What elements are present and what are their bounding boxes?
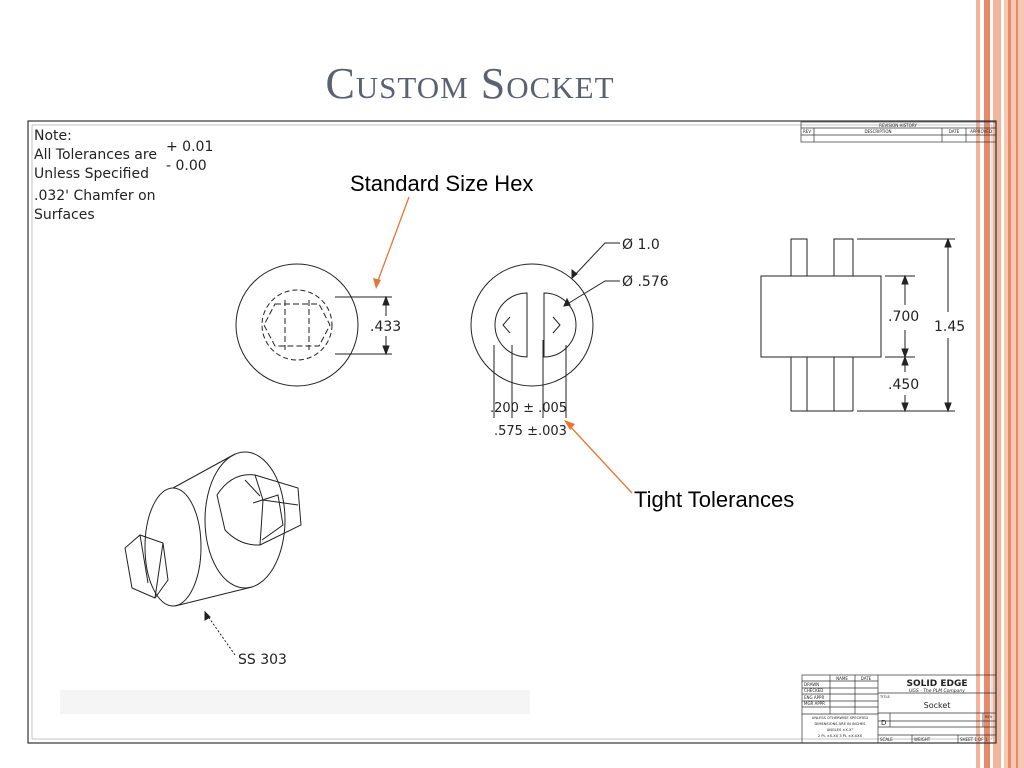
ghost-watermark [60,690,530,714]
dimension-145: 1.45 [934,319,965,335]
revision-history-table [800,121,997,143]
revision-title: REVISION HISTORY [879,123,917,128]
title-block-size: D [881,719,886,727]
note-line-4: .032' Chamfer on [34,188,156,204]
tolerance-575: .575 ±.003 [494,424,567,439]
title-block-sheet: SHEET 1 OF 1 [960,737,988,742]
dimension-hex-433: .433 [370,319,401,335]
revision-col-date: DATE [949,129,960,134]
annotation-arrows [375,196,633,494]
title-block-date-header: DATE [861,676,872,681]
title-block-title-label: TITLE [879,695,890,699]
isometric-view [124,451,302,656]
annotation-standard-size-hex: Standard Size Hex [350,171,534,196]
decorative-stripes [976,0,1024,768]
note-line-3: Unless Specified [34,166,149,182]
title-block-eng-appr: ENG APPR [804,695,824,700]
title-block-company: SOLID EDGE [907,679,968,689]
title-block [801,674,997,744]
drawing-border [27,120,997,744]
tolerance-note: Note: All Tolerances are Unless Specifie… [34,127,157,225]
tolerance-plus: + 0.01 [166,139,214,155]
title-block-unless-4: 2 PL ±X.XX 3 PL ±X.XXX [818,734,863,738]
title-block-mgr-appr: MGR APPR [804,701,825,706]
front-view-slots [470,242,620,418]
revision-col-rev: REV [803,129,811,134]
revision-col-approved: APPROVED [970,129,992,134]
arrowhead-tolerance [564,420,575,430]
revision-col-desc: DESCRIPTION [864,129,891,134]
title-block-weight: WEIGHT [914,737,931,742]
dimension-700: .700 [888,309,919,325]
side-view [760,237,955,413]
title-block-unless-2: DIMENSIONS ARE IN INCHES [815,722,867,726]
annotation-tight-tolerances: Tight Tolerances [634,487,795,512]
title-block-rev-label: REV [985,715,993,719]
title-block-company-sub: UGS - The PLM Company [909,688,965,694]
note-line-5: Surfaces [34,207,95,223]
note-line-1: Note: [34,128,72,144]
dimension-diameter-inner: Ø .576 [622,274,669,290]
tolerance-minus: - 0.00 [166,158,207,174]
title-block-name-header: NAME [836,676,848,681]
title-block-part-title: Socket [924,701,951,710]
title-block-unless-1: UNLESS OTHERWISE SPECIFIED [812,716,869,720]
dimension-450: .450 [888,377,919,393]
title-block-drawn: DRAWN [804,682,819,687]
title-block-checked: CHECKED [804,688,823,693]
dimension-diameter-outer: Ø 1.0 [622,237,660,253]
title-block-unless-3: ANGLES ±X.X° [827,728,854,732]
front-view-hex [235,263,392,387]
slide-title: Custom Socket [325,59,615,108]
arrowhead-hex [373,278,381,289]
material-label: SS 303 [238,652,287,668]
tolerance-values: + 0.01 - 0.00 [166,138,213,176]
title-block-scale: SCALE [880,737,893,742]
note-line-2: All Tolerances are [34,147,157,163]
tolerance-200: .200 ± .005 [490,401,567,416]
